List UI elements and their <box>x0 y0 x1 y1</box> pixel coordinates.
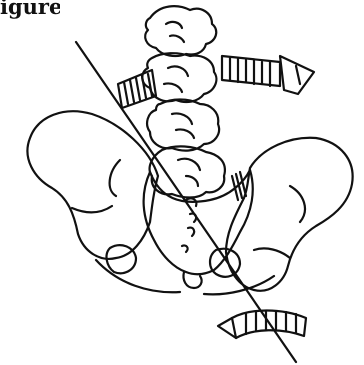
vertebra-1-detail <box>166 22 184 42</box>
sacrum <box>144 170 253 288</box>
vertebra-3 <box>147 100 219 151</box>
vertebra-4-detail <box>178 159 200 186</box>
left-iliac-inner-curve <box>72 160 120 212</box>
arrow-head-upper-right <box>280 56 314 94</box>
right-iliac-inner-curve <box>254 186 305 258</box>
rotation-arrow-lower <box>218 311 306 339</box>
right-iliac-wing <box>226 138 353 291</box>
rotation-arrow-upper-left <box>118 70 156 108</box>
rotation-arrow-upper-right <box>222 56 314 94</box>
vertebra-1 <box>145 6 216 56</box>
vertebra-3-detail <box>172 113 194 138</box>
right-obturator-foramen <box>210 249 240 277</box>
vertebra-2-detail <box>164 66 188 92</box>
